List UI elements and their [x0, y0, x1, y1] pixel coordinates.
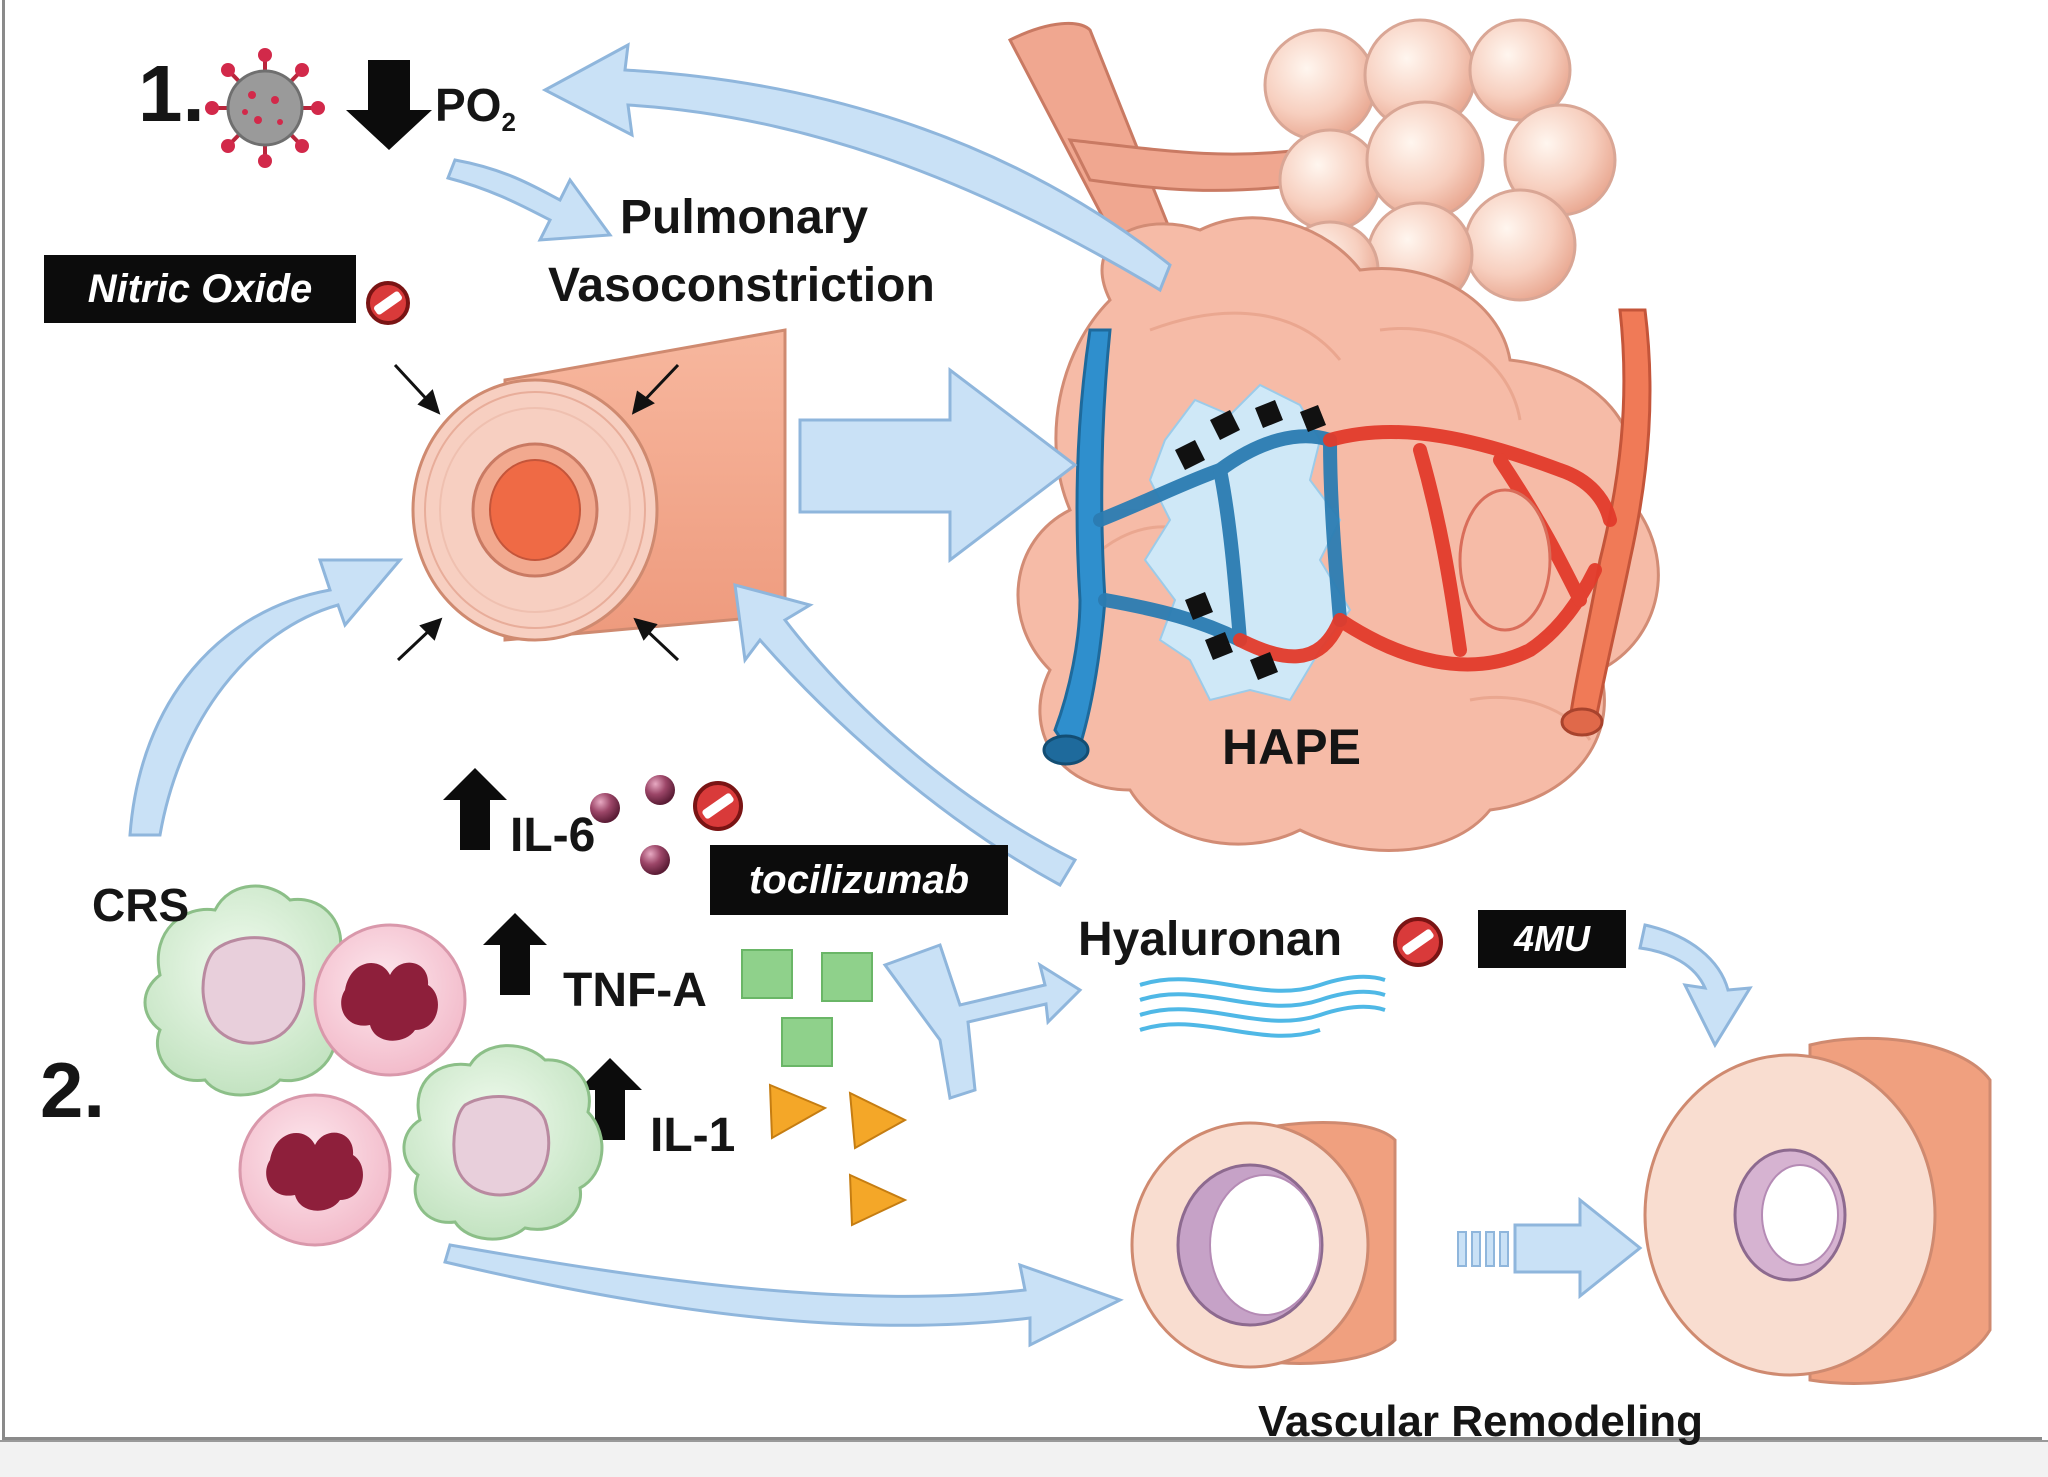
figure-frame [2, 0, 2042, 1440]
il6-label: IL-6 [510, 809, 596, 862]
inhibition-icon [366, 281, 410, 325]
crs-to-remodeling-arrow [443, 1243, 1124, 1348]
lung-to-hypoxia-arrow [541, 42, 1172, 293]
constricted-vessel-illustration [393, 328, 787, 662]
macrophage-cell [143, 884, 358, 1097]
up-arrow-icon [443, 768, 642, 1140]
pulmonary-label-line2: Vasoconstriction [548, 259, 935, 312]
step2-number: 2. [40, 1046, 106, 1134]
tocilizumab-tag: tocilizumab [710, 845, 1008, 915]
crs-label: CRS [92, 879, 190, 931]
crs-to-vessel-arrow [128, 558, 404, 837]
hyaluronan-to-remodeling-arrow [1638, 923, 1753, 1049]
virus-icon [205, 48, 325, 168]
inhibition-icon [1393, 917, 1443, 967]
remodeling-progression-dashes [1457, 1231, 1509, 1267]
hypoxia-to-vasoconstriction-arrow [445, 158, 613, 242]
neutrophil-cell [238, 1093, 392, 1247]
remodeled-vessel-crosssection [1643, 1036, 1992, 1385]
bottom-strip [0, 1440, 2048, 1477]
hyaluronan-to-vessel-arrow [733, 582, 1078, 888]
cytokines-to-hyaluronan-arrow [882, 943, 1083, 1100]
po2-subscript: 2 [501, 107, 516, 137]
fourmu-tag: 4MU [1478, 910, 1626, 968]
tnfa-squares [741, 949, 873, 1067]
macrophage-cell [402, 1044, 604, 1241]
po2-label: PO2 [435, 78, 516, 137]
hape-lung-illustration [1007, 18, 1660, 852]
leak-arrow-icons [1175, 400, 1326, 680]
step1-number: 1. [138, 49, 205, 138]
flow-arrows [128, 42, 1753, 1348]
po2-main: PO [435, 79, 502, 131]
neutrophil-cell [313, 923, 467, 1077]
down-arrow-icon [346, 60, 432, 150]
il1-label: IL-1 [650, 1109, 736, 1162]
hyaluronan-strands [1139, 974, 1386, 1038]
il1-triangles [768, 1083, 908, 1227]
hape-label: HAPE [1222, 719, 1361, 775]
tnfa-label: TNF-A [563, 964, 707, 1017]
normal-vessel-crosssection [1130, 1121, 1397, 1369]
hyaluronan-label: Hyaluronan [1078, 913, 1343, 966]
nitric-oxide-tag: Nitric Oxide [44, 255, 356, 323]
remodeling-progression-arrow [1513, 1196, 1643, 1300]
inhibition-icon [693, 781, 743, 831]
il6-particles [590, 775, 675, 875]
pulmonary-label-line1: Pulmonary [620, 191, 869, 244]
vascular-remodeling-label: Vascular Remodeling [1258, 1397, 1704, 1446]
vasoconstriction-to-hape-arrow [798, 366, 1078, 564]
